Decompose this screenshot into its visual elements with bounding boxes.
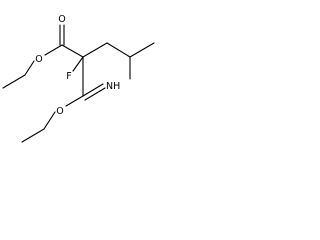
bond-carbonyl-to-center: [61, 44, 84, 58]
atom-labels: O O F O NH: [35, 14, 120, 117]
bond-ethyl2-ch2-ch3: [21, 128, 45, 143]
bond-o-ester2-to-ch2: [43, 111, 56, 130]
bond-ch-to-ch3-up: [129, 42, 155, 58]
atom-imine-nh: NH: [106, 81, 120, 92]
atom-o-ester1: O: [35, 54, 42, 65]
bond-carbonyl-to-o-ester1: [44, 44, 63, 56]
bond-imidate-to-o-ester2: [65, 95, 84, 107]
bond-lines: [2, 24, 155, 143]
bond-imine-double-1: [82, 83, 104, 97]
molecule-structure: O O F O NH: [2, 14, 155, 143]
bond-center-to-f: [72, 56, 84, 72]
atom-fluorine: F: [66, 71, 71, 82]
atom-o-ester2: O: [56, 106, 63, 117]
atom-o-carbonyl: O: [58, 14, 65, 25]
bond-ch2-to-ch: [106, 42, 131, 58]
bond-o-ester1-to-ch2: [24, 60, 35, 76]
bond-imine-double-2: [84, 87, 106, 101]
bond-center-to-ch2: [82, 42, 108, 58]
bond-ethyl1-ch2-ch3: [2, 74, 26, 89]
